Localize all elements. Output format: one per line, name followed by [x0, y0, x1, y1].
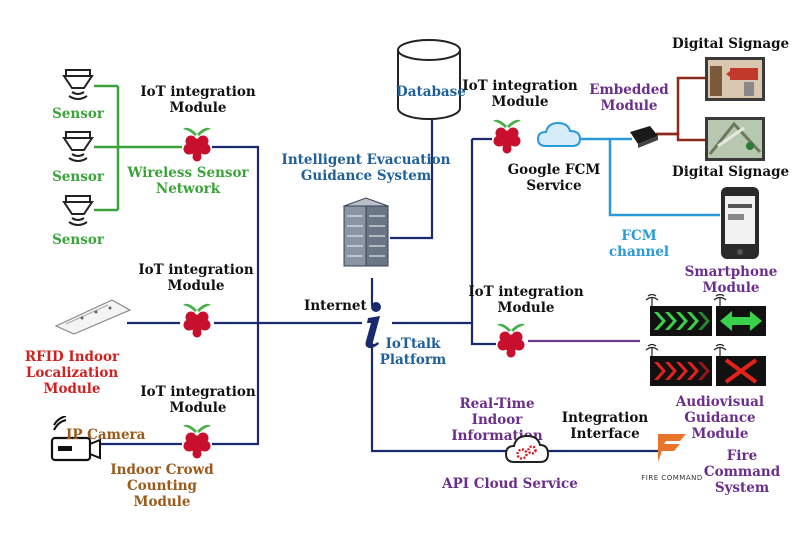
- sensor-icon: [62, 195, 94, 226]
- signage-lines: [656, 76, 705, 142]
- wsn-module-title: IoT integration Module: [140, 84, 256, 116]
- crowd-counting-label: Indoor Crowd Counting Module: [110, 462, 214, 510]
- digital-signage-screen-bottom: [705, 117, 765, 161]
- digital-signage-screen-top: [705, 57, 765, 101]
- audiovisual-signs-icon: [645, 294, 766, 386]
- network-lines: [95, 114, 660, 453]
- internet-label: Internet: [304, 298, 367, 314]
- embedded-device-icon: [630, 126, 658, 148]
- cloud-icon: [536, 121, 582, 147]
- rfid-label: RFID Indoor Localization Module: [24, 349, 120, 397]
- integration-interface-label: Integration Interface: [561, 410, 649, 442]
- rfid-reader-icon: [54, 299, 132, 335]
- wsn-label: Wireless Sensor Network: [127, 165, 249, 197]
- signage-label-bottom: Digital Signage: [672, 164, 790, 180]
- fcm-lines: [580, 137, 720, 217]
- ip-camera-icon: [50, 416, 101, 462]
- fcm-service-label: Google FCM Service: [507, 162, 601, 194]
- evac-system-label: Intelligent Evacuation Guidance System: [281, 152, 451, 184]
- fcm-module-title: IoT integration Module: [462, 78, 578, 110]
- database-label: Database: [396, 84, 466, 100]
- sensor-label: Sensor: [52, 232, 104, 248]
- iottalk-label: IoTtalk Platform: [379, 336, 447, 368]
- database-icon: [397, 39, 461, 120]
- signage-label-top: Digital Signage: [672, 36, 790, 52]
- raspberry-pi-icon: [497, 323, 525, 358]
- raspberry-pi-icon: [183, 424, 211, 459]
- embedded-module-label: Embedded Module: [589, 82, 669, 114]
- smartphone-icon: [721, 187, 759, 259]
- sensor-bus: [94, 84, 182, 212]
- sensor-label: Sensor: [52, 106, 104, 122]
- raspberry-pi-icon: [183, 127, 211, 162]
- rfid-module-title: IoT integration Module: [138, 262, 254, 294]
- fire-command-label: Fire Command System: [703, 448, 781, 496]
- ip-camera-label: IP Camera: [66, 427, 146, 443]
- sensor-label: Sensor: [52, 169, 104, 185]
- api-cloud-icon: [504, 434, 550, 463]
- camera-module-title: IoT integration Module: [140, 384, 256, 416]
- info-i-icon: [365, 302, 381, 349]
- raspberry-pi-icon: [493, 119, 521, 154]
- sensor-icon: [62, 131, 94, 162]
- sensor-icon: [62, 69, 94, 100]
- av-module-title: IoT integration Module: [468, 284, 584, 316]
- fire-command-logo-icon: [658, 434, 686, 462]
- fcm-channel-label: FCM channel: [608, 228, 670, 260]
- av-guidance-label: Audiovisual Guidance Module: [675, 394, 765, 442]
- fire-command-logo-text: FIRE COMMAND: [641, 474, 703, 482]
- smartphone-label: Smartphone Module: [684, 264, 778, 296]
- server-rack-icon: [342, 197, 390, 267]
- raspberry-pi-icon: [183, 303, 211, 338]
- api-cloud-label: API Cloud Service: [442, 476, 578, 492]
